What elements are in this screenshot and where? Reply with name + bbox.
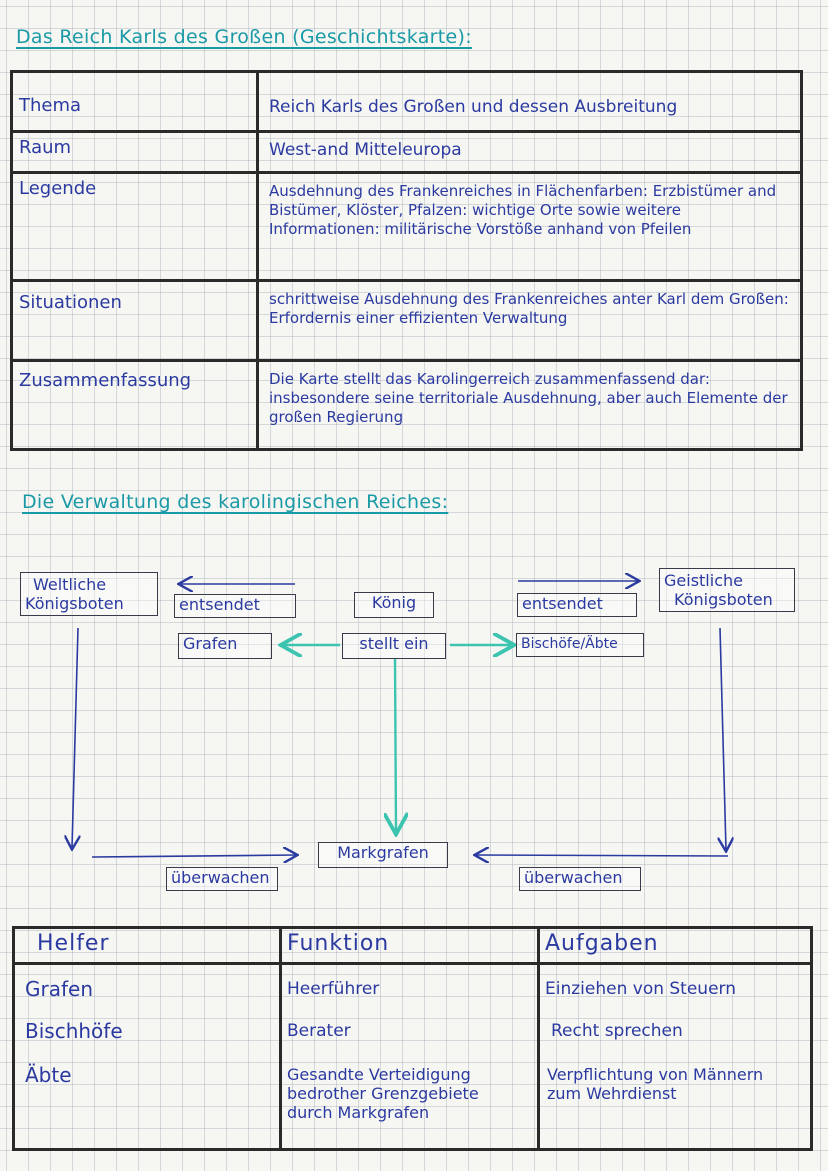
box-line: Geistliche bbox=[664, 571, 743, 590]
row-label: Situationen bbox=[19, 292, 122, 313]
row-label: Zusammenfassung bbox=[19, 370, 192, 391]
table-row: Raum West-and Mitteleuropa bbox=[13, 130, 800, 171]
column-divider bbox=[279, 929, 282, 1148]
box-line: Weltliche bbox=[33, 575, 107, 594]
column-header-helfer: Helfer bbox=[37, 931, 110, 956]
arrow-weltliche-down bbox=[72, 627, 78, 848]
stellt-ein-box: stellt ein bbox=[342, 633, 446, 659]
row-value: Die Karte stellt das Karolingerreich zus… bbox=[269, 370, 788, 426]
table-cell: Äbte bbox=[25, 1063, 72, 1087]
table-cell: Einziehen von Steuern bbox=[545, 979, 737, 999]
helpers-table: Helfer Funktion Aufgaben Grafen Heerführ… bbox=[12, 926, 813, 1151]
ueberwachen-left-label: überwachen bbox=[166, 867, 278, 891]
row-value: schrittweise Ausdehnung des Frankenreich… bbox=[269, 290, 789, 327]
row-label: Raum bbox=[19, 137, 72, 158]
weltliche-koenigsboten-box: Weltliche Königsboten bbox=[20, 572, 158, 616]
arrow-ueberwachen-right bbox=[476, 855, 729, 856]
column-header-funktion: Funktion bbox=[287, 931, 390, 956]
table-cell: Heerführer bbox=[287, 979, 380, 999]
row-label: Legende bbox=[19, 178, 97, 199]
box-line: Königsboten bbox=[674, 590, 773, 609]
arrow-ueberwachen-left bbox=[91, 855, 296, 857]
header-divider bbox=[15, 962, 810, 965]
geistliche-koenigsboten-box: Geistliche Königsboten bbox=[659, 568, 795, 612]
table-cell: Berater bbox=[287, 1021, 351, 1041]
row-value: Ausdehnung des Frankenreiches in Flächen… bbox=[269, 182, 777, 238]
grafen-box: Grafen bbox=[178, 633, 272, 659]
bischoefe-aebte-box: Bischöfe/Äbte bbox=[516, 633, 644, 657]
section-title: Die Verwaltung des karolingischen Reiche… bbox=[22, 491, 449, 513]
table-row: Legende Ausdehnung des Frankenreiches in… bbox=[13, 171, 800, 279]
arrow-geistliche-down bbox=[720, 627, 726, 850]
row-value: West-and Mitteleuropa bbox=[269, 140, 462, 160]
table-cell: Bischhöfe bbox=[25, 1019, 123, 1043]
entsendet-left-label: entsendet bbox=[174, 594, 296, 618]
table-row: Thema Reich Karls des Großen und dessen … bbox=[13, 73, 800, 130]
ueberwachen-right-label: überwachen bbox=[519, 867, 641, 891]
column-divider bbox=[537, 929, 540, 1148]
entsendet-right-label: entsendet bbox=[517, 593, 637, 617]
box-line: Königsboten bbox=[25, 594, 124, 613]
koenig-box: König bbox=[354, 592, 434, 618]
table-cell: Verpflichtung von Männern zum Wehrdienst bbox=[547, 1065, 764, 1103]
table-cell: Gesandte Verteidigung bedrother Grenzgeb… bbox=[287, 1065, 479, 1122]
markgrafen-box: Markgrafen bbox=[318, 842, 448, 868]
table-cell: Recht sprechen bbox=[551, 1021, 683, 1041]
table-cell: Grafen bbox=[25, 977, 93, 1001]
table-row: Situationen schrittweise Ausdehnung des … bbox=[13, 279, 800, 359]
page-title: Das Reich Karls des Großen (Geschichtska… bbox=[16, 26, 472, 48]
column-header-aufgaben: Aufgaben bbox=[545, 931, 659, 956]
row-label: Thema bbox=[19, 95, 82, 116]
column-divider bbox=[256, 73, 259, 448]
table-row: Zusammenfassung Die Karte stellt das Kar… bbox=[13, 359, 800, 448]
arrow-stellt-ein-down bbox=[395, 657, 396, 832]
map-analysis-table: Thema Reich Karls des Großen und dessen … bbox=[10, 70, 803, 451]
row-value: Reich Karls des Großen und dessen Ausbre… bbox=[269, 97, 678, 117]
